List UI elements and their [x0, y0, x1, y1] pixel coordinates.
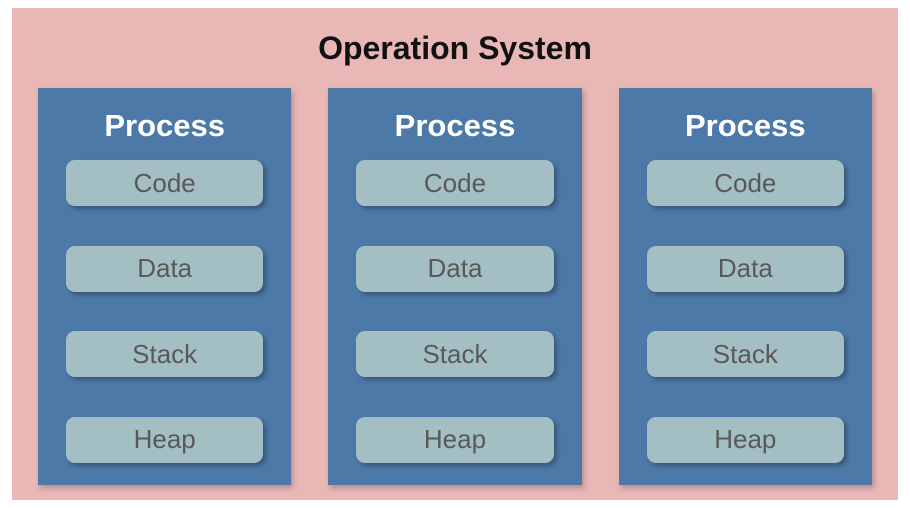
segment-list: Code Data Stack Heap [646, 160, 844, 463]
operating-system-panel: Operation System Process Code Data Stack… [12, 8, 898, 500]
segment-stack: Stack [646, 331, 844, 378]
process-title: Process [104, 108, 225, 143]
segment-code: Code [356, 160, 554, 206]
process-card-2: Process Code Data Stack Heap [328, 88, 582, 485]
process-card-1: Process Code Data Stack Heap [38, 88, 292, 485]
process-title: Process [685, 108, 806, 143]
process-title: Process [394, 108, 516, 143]
segment-heap: Heap [66, 416, 264, 463]
diagram-title: Operation System [318, 29, 592, 66]
segment-stack: Stack [66, 331, 264, 378]
process-row: Process Code Data Stack Heap Process Cod… [12, 88, 898, 500]
segment-data: Data [66, 245, 264, 292]
segment-data: Data [356, 245, 554, 292]
segment-stack: Stack [356, 331, 554, 378]
segment-list: Code Data Stack Heap [356, 160, 554, 463]
segment-list: Code Data Stack Heap [66, 160, 264, 463]
segment-code: Code [66, 160, 264, 206]
process-card-3: Process Code Data Stack Heap [618, 88, 872, 485]
segment-data: Data [646, 245, 844, 292]
segment-heap: Heap [646, 416, 844, 463]
segment-code: Code [646, 160, 844, 206]
segment-heap: Heap [356, 416, 554, 463]
